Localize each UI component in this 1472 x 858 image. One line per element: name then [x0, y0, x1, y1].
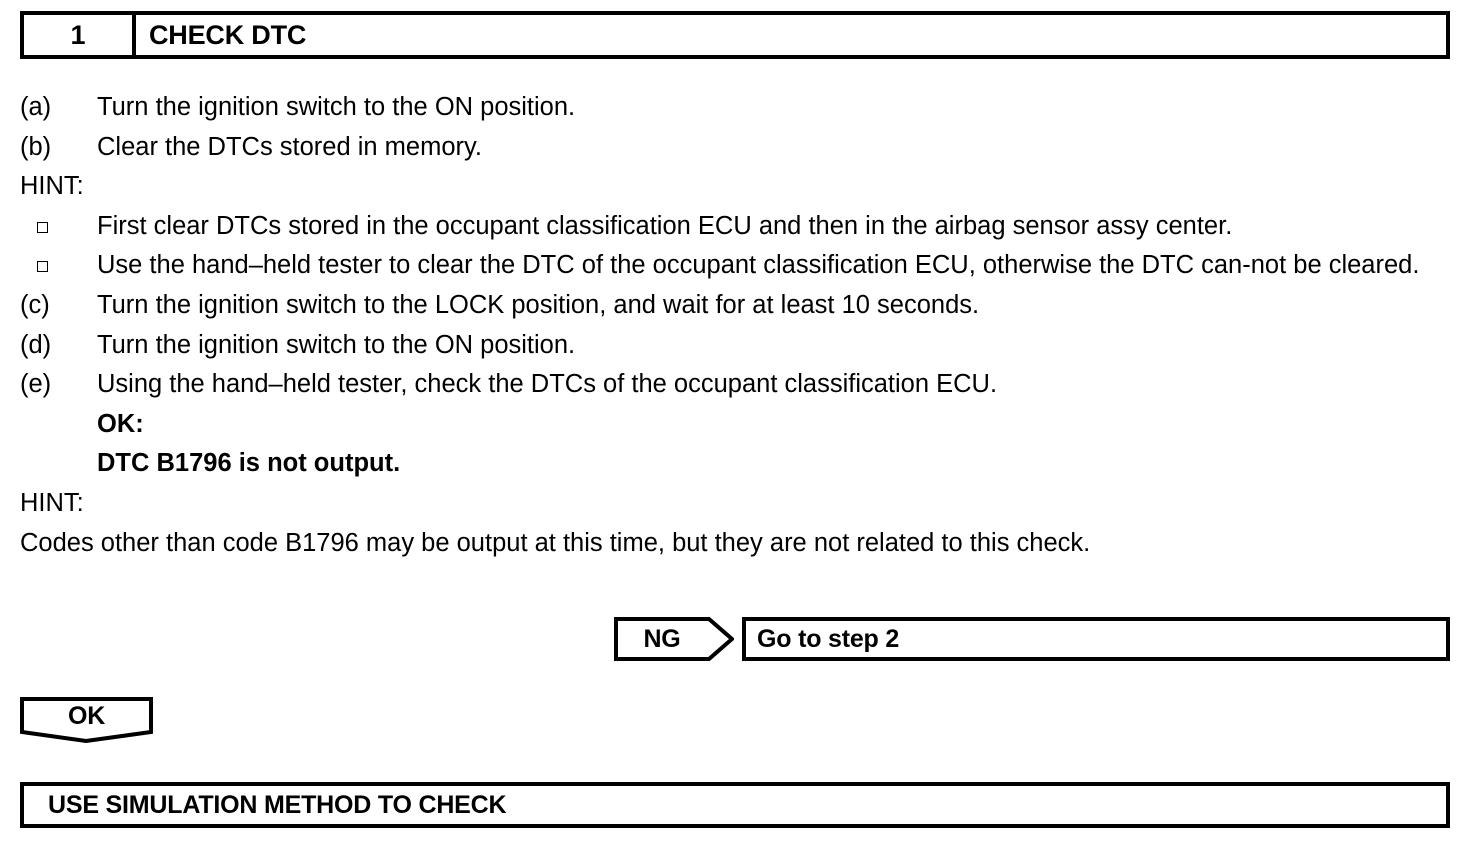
- step-number: 1: [24, 15, 136, 55]
- procedure-step-d: (d) Turn the ignition switch to the ON p…: [20, 326, 1452, 366]
- procedure-step-c: (c) Turn the ignition switch to the LOCK…: [20, 286, 1452, 326]
- ok-branch-shape-group: OK: [20, 697, 153, 743]
- hint-text-2: Codes other than code B1796 may be outpu…: [20, 528, 1091, 557]
- hint-bullet-2: Use the hand–held tester to clear the DT…: [20, 246, 1452, 286]
- ok-criteria-value: DTC B1796 is not output.: [97, 449, 401, 478]
- procedure-label-a: (a): [20, 93, 52, 121]
- ng-arrow-shape: [614, 617, 734, 661]
- procedure-label-c: (c): [20, 290, 50, 319]
- procedure-label-e: (e): [20, 370, 52, 399]
- ng-marker-label: NG: [643, 624, 681, 653]
- procedure-text-e: Using the hand–held tester, check the DT…: [97, 370, 998, 399]
- ok-marker-label: OK: [68, 701, 105, 730]
- hint-heading-2: HINT:: [20, 484, 1452, 524]
- ok-criteria-heading: OK:: [97, 409, 144, 438]
- procedure-step-e: (e) Using the hand–held tester, check th…: [20, 365, 1452, 405]
- procedure-text-b: Clear the DTCs stored in memory.: [97, 132, 482, 161]
- procedure-text-a: Turn the ignition switch to the ON posit…: [97, 93, 576, 121]
- procedure-label-b: (b): [20, 132, 52, 161]
- ng-action-box[interactable]: Go to step 2: [742, 617, 1450, 661]
- procedure-step-a: (a) Turn the ignition switch to the ON p…: [20, 88, 1452, 128]
- procedure-label-d: (d): [20, 330, 52, 359]
- procedure-body: (a) Turn the ignition switch to the ON p…: [20, 88, 1452, 563]
- step-header-box: 1 CHECK DTC: [20, 11, 1450, 59]
- square-bullet-icon: [37, 221, 48, 233]
- hint-heading-1: HINT:: [20, 167, 1452, 207]
- square-bullet-icon: [37, 261, 48, 273]
- hint-label-2: HINT:: [20, 488, 84, 517]
- procedure-text-d: Turn the ignition switch to the ON posit…: [97, 330, 576, 359]
- ng-branch-row: NG Go to step 2: [614, 617, 1450, 661]
- procedure-text-c: Turn the ignition switch to the LOCK pos…: [97, 290, 980, 319]
- hint-label-1: HINT:: [20, 172, 84, 201]
- procedure-step-b: (b) Clear the DTCs stored in memory.: [20, 128, 1452, 168]
- hint-bullet-1: First clear DTCs stored in the occupant …: [20, 207, 1452, 247]
- result-action-box[interactable]: USE SIMULATION METHOD TO CHECK: [20, 782, 1450, 828]
- step-title: CHECK DTC: [149, 19, 307, 50]
- hint-bullet-text-2: Use the hand–held tester to clear the DT…: [97, 251, 1420, 280]
- ok-arrow-shape: [20, 697, 153, 743]
- hint-bullet-text-1: First clear DTCs stored in the occupant …: [97, 211, 1233, 240]
